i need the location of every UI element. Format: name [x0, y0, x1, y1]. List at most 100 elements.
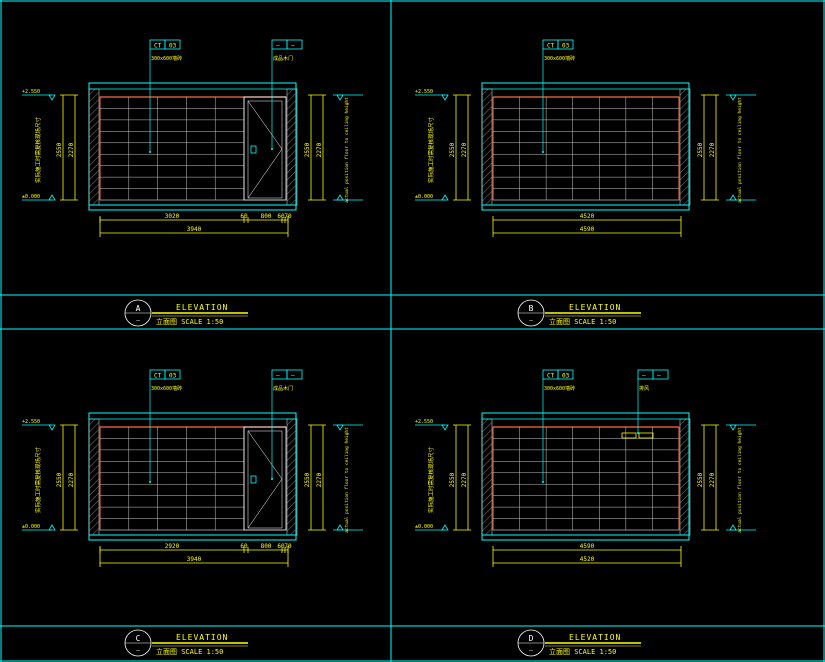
view-subtitle: 立面图 SCALE 1:50	[156, 317, 223, 326]
view-id: A	[136, 304, 141, 313]
view-title: ELEVATION	[176, 303, 228, 312]
material-tag-left-note: 300x600墙砖	[151, 385, 182, 392]
door-leaf	[247, 100, 283, 199]
level-top-left: +2.550	[22, 89, 40, 95]
level-mark-bottom-left	[441, 524, 449, 531]
left-note: 实际施工时需复核现场尺寸	[427, 117, 435, 184]
view-id: C	[136, 634, 141, 643]
door-leaf	[247, 430, 283, 529]
height-dim-left: 2270	[68, 142, 75, 157]
material-tag-right-leader-dot	[637, 432, 639, 434]
dim-row2-value: 3940	[187, 226, 202, 233]
height-dim-right: 2550	[697, 472, 704, 487]
material-tag-left-num: 03	[169, 373, 177, 380]
material-tag-left-num-box	[557, 369, 574, 380]
tile-field	[492, 96, 680, 201]
material-tag-right-num-box	[286, 369, 303, 380]
title-block: D — ELEVATION 立面图 SCALE 1:50	[517, 629, 641, 657]
right-note: actual position floor to ceiling height	[737, 97, 743, 203]
level-mark-top-right	[336, 94, 344, 101]
level-bottom-left: ±0.000	[22, 524, 40, 530]
door-handle	[250, 145, 257, 154]
level-bottom-left: ±0.000	[22, 194, 40, 200]
wall-outline	[481, 82, 690, 211]
right-note: actual position floor to ceiling height	[344, 427, 350, 533]
hatch-left	[481, 88, 493, 206]
dim-row1-value: 60	[240, 213, 248, 220]
level-mark-bottom-right	[729, 194, 737, 201]
material-tag-left-code: CT	[547, 43, 555, 50]
wall-outline	[88, 412, 297, 541]
material-tag-right-note: 排风	[639, 385, 649, 392]
material-tag-left-num: 03	[562, 373, 570, 380]
level-mark-bottom-right	[336, 524, 344, 531]
level-top-left: +2.550	[415, 89, 433, 95]
material-tag-right-num-box	[286, 39, 303, 50]
level-bottom-left: ±0.000	[415, 194, 433, 200]
level-top-left: +2.550	[415, 419, 433, 425]
right-note: actual position floor to ceiling height	[344, 97, 350, 203]
left-note: 实际施工时需复核现场尺寸	[34, 447, 42, 514]
level-mark-bottom-right	[729, 524, 737, 531]
view-title: ELEVATION	[569, 633, 621, 642]
level-bottom-left: ±0.000	[415, 524, 433, 530]
material-tag-right-num: —	[291, 43, 295, 50]
material-tag-right-num: —	[657, 373, 661, 380]
material-tag-left-num: 03	[562, 43, 570, 50]
dim-row1-value: 60	[240, 543, 248, 550]
level-mark-top-left	[48, 424, 56, 431]
dim-row1-value: 70	[284, 543, 292, 550]
view-sub: —	[529, 647, 533, 654]
height-dim-left-inner: 2550	[56, 142, 63, 157]
dim-row1-value: 4520	[580, 213, 595, 220]
wall-outline	[88, 82, 297, 211]
dim-row1-value: 70	[284, 213, 292, 220]
view-sub: —	[529, 317, 533, 324]
height-dim-right-inner: 2270	[709, 472, 716, 487]
tile-field	[99, 96, 245, 201]
material-tag-left-leader-dot	[542, 151, 544, 153]
material-tag-right-num-box	[652, 369, 669, 380]
wall-outline	[481, 412, 690, 541]
material-tag-left-note: 300x600墙砖	[544, 55, 575, 62]
material-tag-right-code: —	[642, 373, 646, 380]
view-title: ELEVATION	[176, 633, 228, 642]
material-tag-right-code: —	[276, 373, 280, 380]
door-swing	[247, 100, 283, 199]
hatch-left	[88, 418, 100, 536]
hatch-right	[286, 418, 298, 536]
height-dim-left: 2270	[68, 472, 75, 487]
left-note: 实际施工时需复核现场尺寸	[427, 447, 435, 514]
dim-row1-value: 800	[261, 213, 272, 220]
height-dim-left: 2270	[461, 472, 468, 487]
material-tag-left-num-box	[557, 39, 574, 50]
view-subtitle: 立面图 SCALE 1:50	[549, 647, 616, 656]
material-tag-left-num-box	[164, 39, 181, 50]
door-frame	[243, 96, 287, 201]
hatch-left	[481, 418, 493, 536]
dim-row1-value: 2920	[165, 543, 180, 550]
level-mark-top-left	[441, 424, 449, 431]
right-note: actual position floor to ceiling height	[737, 427, 743, 533]
material-tag-left-code: CT	[547, 373, 555, 380]
dim-row2-value: 4590	[580, 226, 595, 233]
hatch-right	[286, 88, 298, 206]
material-tag-left-code: CT	[154, 373, 162, 380]
height-dim-left-inner: 2550	[449, 142, 456, 157]
view-id: D	[529, 634, 534, 643]
dim-row2-value: 3940	[187, 556, 202, 563]
height-dim-right: 2550	[304, 472, 311, 487]
hatch-right	[679, 88, 691, 206]
left-note: 实际施工时需复核现场尺寸	[34, 117, 42, 184]
material-tag-left-note: 300x600墙砖	[544, 385, 575, 392]
dim-row1-value: 60	[277, 213, 285, 220]
view-id: B	[529, 304, 534, 313]
material-tag-right-note: 成品木门	[273, 55, 293, 62]
view-title: ELEVATION	[569, 303, 621, 312]
